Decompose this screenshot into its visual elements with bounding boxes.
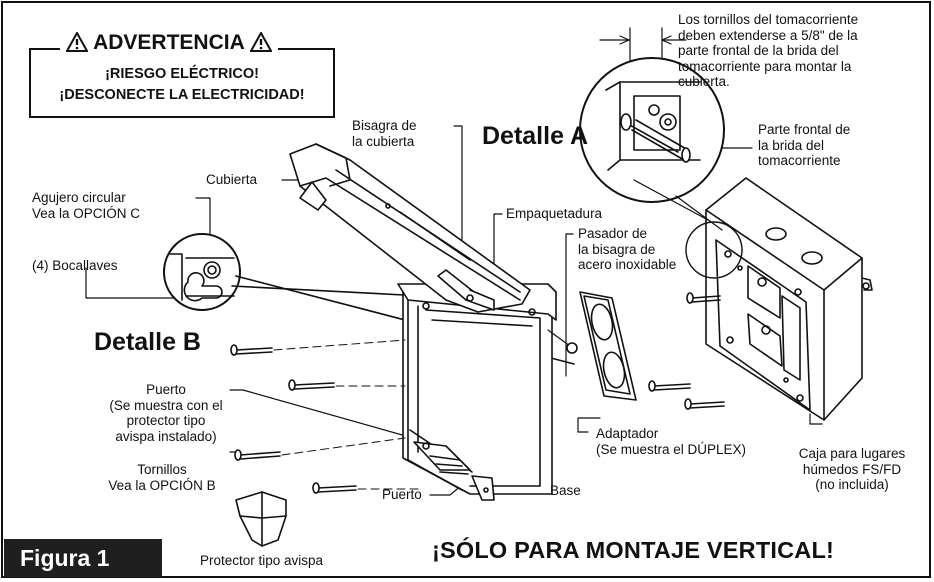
screws: [230, 339, 421, 494]
hinge-label: Bisagra de la cubierta: [352, 118, 417, 149]
screws-label: Tornillos Vea la OPCIÓN B: [108, 462, 216, 493]
figure-number-tab: Figura 1: [4, 539, 162, 577]
hinge-pin-label: Pasador de la bisagra de acero inoxidabl…: [578, 226, 677, 272]
warning-electric-risk: ¡RIESGO ELÉCTRICO!: [105, 66, 259, 82]
cover-label: Cubierta: [206, 172, 258, 187]
warning-box: [29, 48, 335, 118]
vertical-mount-notice: ¡SÓLO PARA MONTAJE VERTICAL!: [432, 537, 835, 563]
detail-b-title: Detalle B: [94, 328, 201, 356]
round-hole-label: Agujero circular Vea la OPCIÓN C: [32, 190, 141, 221]
adapter-plate: [579, 291, 637, 401]
flange-front-label: Parte frontal de la brida del tomacorrie…: [758, 122, 851, 168]
adapter-label: Adaptador (Se muestra el DÚPLEX): [596, 426, 747, 457]
receptacle-box: [633, 177, 873, 421]
detail-a-circle: [579, 57, 725, 203]
port-bottom-label: Puerto: [382, 487, 422, 502]
detail-a-title: Detalle A: [482, 122, 589, 150]
cover-lid: [289, 143, 531, 313]
warning-title: ADVERTENCIA: [60, 29, 278, 57]
wasp-guard-label: Protector tipo avispa: [200, 553, 324, 568]
port-top-label: Puerto (Se muestra con el protector tipo…: [109, 382, 223, 444]
warning-triangle-icon: [249, 32, 272, 52]
base-label: Base: [550, 483, 581, 498]
keyholes-label: (4) Bocallaves: [32, 258, 118, 273]
warning-disconnect: ¡DESCONECTE LA ELECTRICIDAD!: [59, 87, 305, 103]
warning-triangle-icon: [66, 32, 88, 52]
box-label: Caja para lugares húmedos FS/FD (no incl…: [798, 446, 906, 492]
wasp-guard: [235, 491, 287, 547]
base-body: [397, 283, 578, 501]
warning-title-text: ADVERTENCIA: [93, 31, 244, 54]
gasket-label: Empaquetadura: [506, 206, 603, 221]
screw-extension-note: Los tornillos del tomacorriente deben ex…: [678, 12, 859, 89]
